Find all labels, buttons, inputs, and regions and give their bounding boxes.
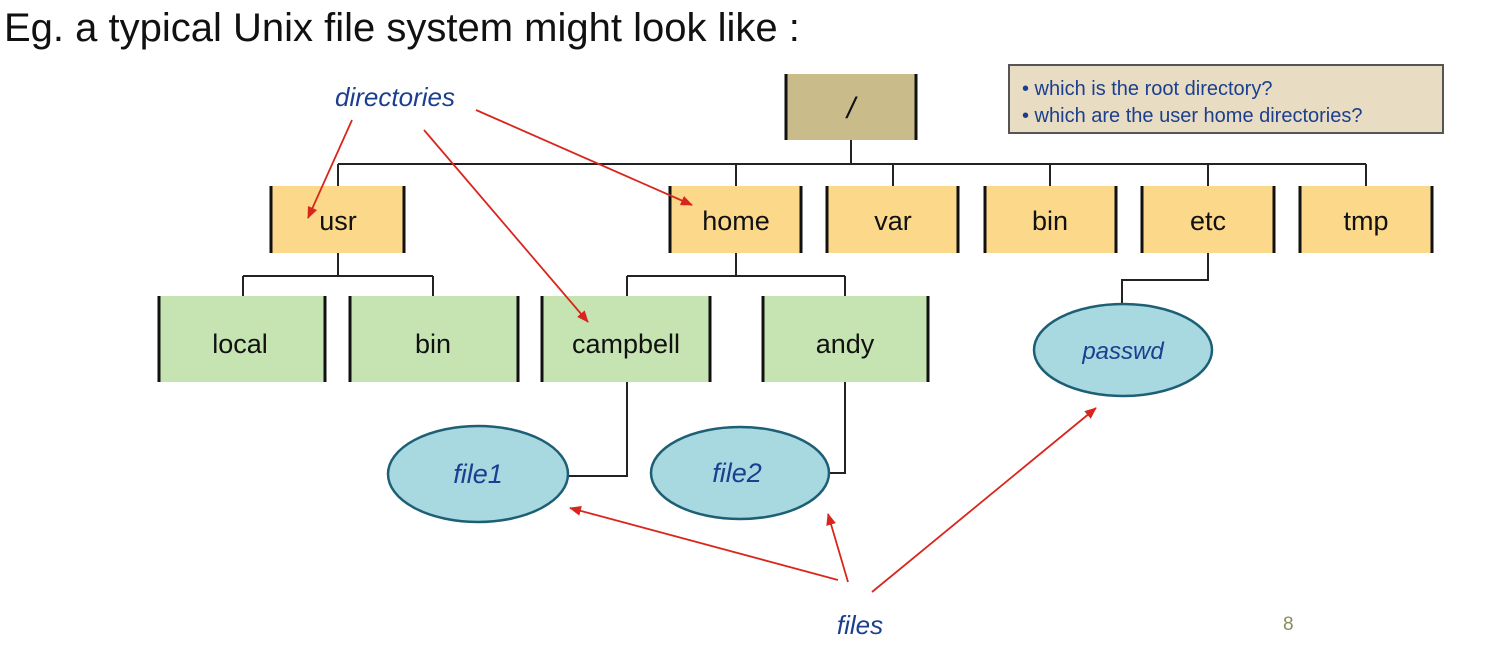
- dir-home: home: [668, 186, 803, 253]
- dir-etc-label: etc: [1190, 206, 1226, 236]
- dir-etc: etc: [1140, 186, 1276, 253]
- slide-title: Eg. a typical Unix file system might loo…: [4, 6, 800, 50]
- dir-local: local: [157, 296, 327, 382]
- dir-var: var: [825, 186, 960, 253]
- arrow-to-usr: [307, 119, 353, 219]
- arrow-to-campbell: [423, 129, 589, 323]
- dir-local-label: local: [212, 329, 268, 359]
- arrow-to-file2: [826, 513, 849, 583]
- root-directory: /: [784, 74, 918, 140]
- directories-annotation: directories: [335, 82, 455, 112]
- dir-usr: usr: [269, 186, 406, 253]
- annotation-arrows: [307, 109, 1097, 593]
- files-annotation: files: [837, 610, 883, 640]
- root-label: /: [845, 92, 858, 125]
- dir-var-label: var: [874, 206, 912, 236]
- file-passwd: passwd: [1032, 302, 1214, 398]
- question-root: • which is the root directory?: [1022, 78, 1273, 100]
- dir-campbell: campbell: [540, 296, 712, 382]
- dir-usr-label: usr: [319, 206, 357, 236]
- dir-tmp-label: tmp: [1343, 206, 1388, 236]
- file-file1: file1: [386, 424, 570, 524]
- file-file2: file2: [649, 425, 831, 521]
- page-number: 8: [1283, 614, 1294, 635]
- dir-usr-bin-label: bin: [415, 329, 451, 359]
- tree-connectors: [242, 140, 1367, 477]
- arrow-to-home: [475, 109, 693, 206]
- dir-tmp: tmp: [1298, 186, 1434, 253]
- dir-campbell-label: campbell: [572, 329, 680, 359]
- question-box: • which is the root directory? • which a…: [1008, 64, 1444, 134]
- file-file2-label: file2: [712, 458, 762, 488]
- dir-bin-label: bin: [1032, 206, 1068, 236]
- dir-bin: bin: [983, 186, 1118, 253]
- file-file1-label: file1: [453, 459, 503, 489]
- dir-usr-bin: bin: [348, 296, 520, 382]
- dir-andy-label: andy: [816, 329, 875, 359]
- file-passwd-label: passwd: [1081, 338, 1164, 365]
- dir-home-label: home: [702, 206, 770, 236]
- arrow-to-passwd: [871, 407, 1097, 593]
- arrow-to-file1: [569, 506, 839, 581]
- question-home: • which are the user home directories?: [1022, 105, 1363, 127]
- dir-andy: andy: [761, 296, 930, 382]
